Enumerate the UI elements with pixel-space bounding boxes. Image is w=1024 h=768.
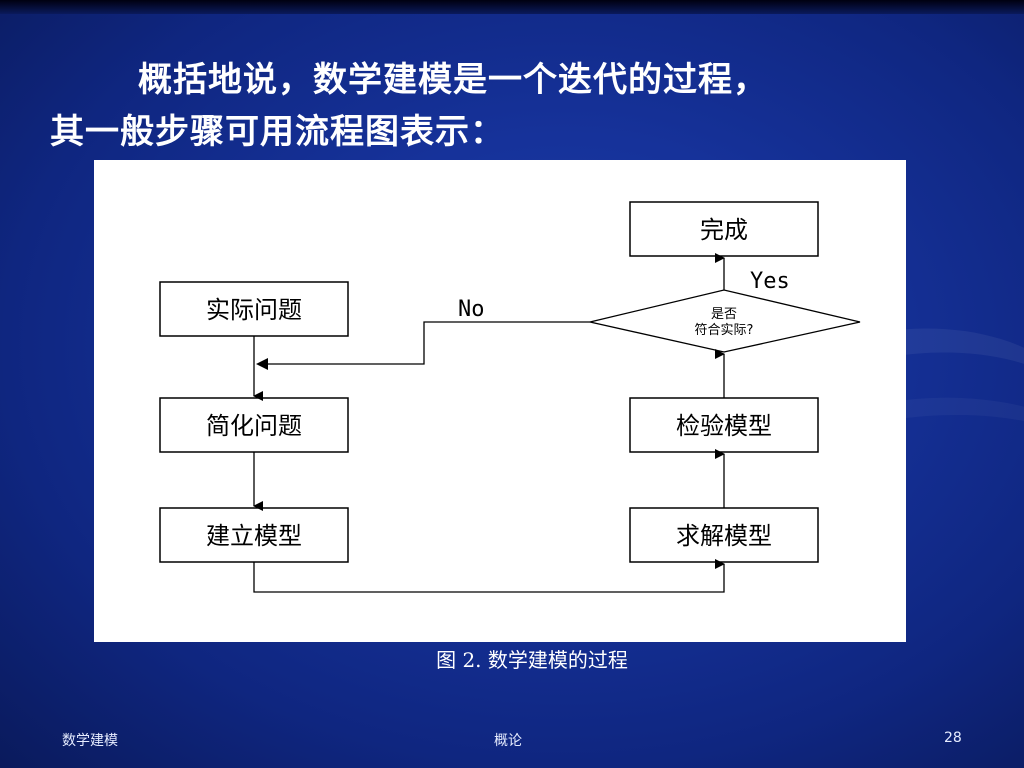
slide-title-line-2: 其一般步骤可用流程图表示： [50,112,505,152]
footer-course-name: 数学建模 [62,733,118,749]
flowchart-figure: 实际问题 简化问题 建立模型 完成 检验模型 求解模型 是否 符合实际? Yes… [94,160,906,642]
arrow-no-loop [258,321,590,365]
footer-page-number: 28 [944,730,962,746]
box-done [629,201,819,257]
flowchart-svg: 实际问题 简化问题 建立模型 完成 检验模型 求解模型 是否 符合实际? Yes… [159,201,861,593]
yes-label: Yes [750,269,790,294]
decision-label-line-2: 符合实际? [695,322,754,338]
decision-label-line-1: 是否 [711,307,737,322]
figure-caption: 图 2. 数学建模的过程 [436,648,628,672]
box-test-model-label: 检验模型 [676,412,772,440]
box-simplify-problem [159,397,349,453]
box-done-label: 完成 [700,216,748,244]
box-simplify-problem-label: 简化问题 [206,412,302,440]
box-actual-problem [159,281,349,337]
box-solve-model [629,507,819,563]
top-dark-strip [0,0,1024,14]
arrow-no-loop-head [256,358,268,370]
box-solve-model-label: 求解模型 [676,522,772,550]
box-actual-problem-label: 实际问题 [206,296,302,324]
arrow-build-to-solve [253,559,725,593]
box-build-model-label: 建立模型 [206,522,302,550]
slide-title-line-1: 概括地说，数学建模是一个迭代的过程， [138,60,768,100]
decision-diamond [589,289,861,353]
footer-chapter: 概论 [494,733,522,749]
no-label: No [458,297,485,322]
